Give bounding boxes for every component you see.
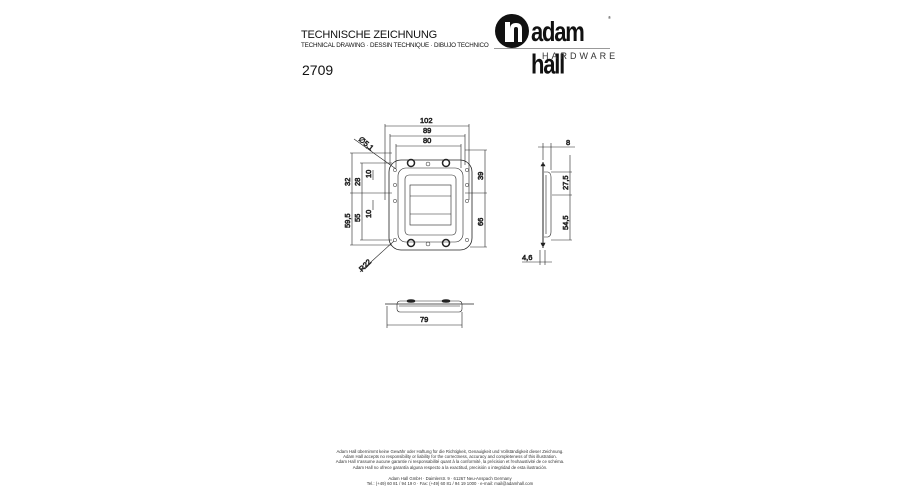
dim-102: 102: [420, 116, 433, 125]
mounting-holes: [393, 158, 469, 248]
dim-10-top: 10: [364, 170, 373, 178]
dim-80: 80: [423, 136, 431, 145]
document-title: TECHNISCHE ZEICHNUNG: [301, 29, 437, 41]
dim-28: 28: [353, 178, 362, 186]
dim-radius: R22: [357, 257, 373, 273]
document-subtitle: TECHNICAL DRAWING · DESSIN TECHNIQUE · D…: [301, 42, 489, 49]
dim-54-5: 54,5: [561, 215, 570, 230]
dim-27-5: 27,5: [561, 175, 570, 190]
dim-66: 66: [476, 218, 485, 226]
front-view: 102 89 80 ∅5,1 32 28 10 59,5 55 10 39 66…: [343, 116, 487, 274]
dim-32: 32: [343, 178, 352, 186]
dim-10-bottom: 10: [364, 210, 373, 218]
side-view: 8 27,5 54,5 4,6: [522, 138, 575, 265]
dim-hole-diameter: ∅5,1: [357, 135, 376, 153]
dim-39: 39: [476, 172, 485, 180]
company-info: Adam Hall GmbH · Daimlerstr. 9 · 61267 N…: [300, 476, 600, 486]
dim-4-6: 4,6: [522, 253, 532, 262]
bottom-view: 79: [385, 299, 474, 328]
disclaimer: Adam Hall übernimmt keine Gewähr oder Ha…: [335, 449, 565, 470]
dim-55: 55: [353, 214, 362, 222]
adam-hall-logo: adam hall ® HARDWARE: [494, 13, 615, 80]
logo-brand: adam hall: [531, 16, 585, 80]
article-number: 2709: [302, 62, 334, 78]
dim-89: 89: [423, 126, 431, 135]
logo-divider: [494, 48, 610, 49]
company-contact: Tel.: (+49) 60 81 / 94 19 0 · Fax: (+49)…: [366, 481, 534, 487]
company-address: Adam Hall GmbH · Daimlerstr. 9 · 61267 N…: [388, 476, 512, 481]
dim-8: 8: [566, 138, 570, 147]
logo-emblem-icon: [495, 14, 529, 48]
logo-division: HARDWARE: [542, 51, 619, 61]
dim-59-5: 59,5: [343, 213, 352, 228]
dim-79: 79: [420, 315, 428, 324]
